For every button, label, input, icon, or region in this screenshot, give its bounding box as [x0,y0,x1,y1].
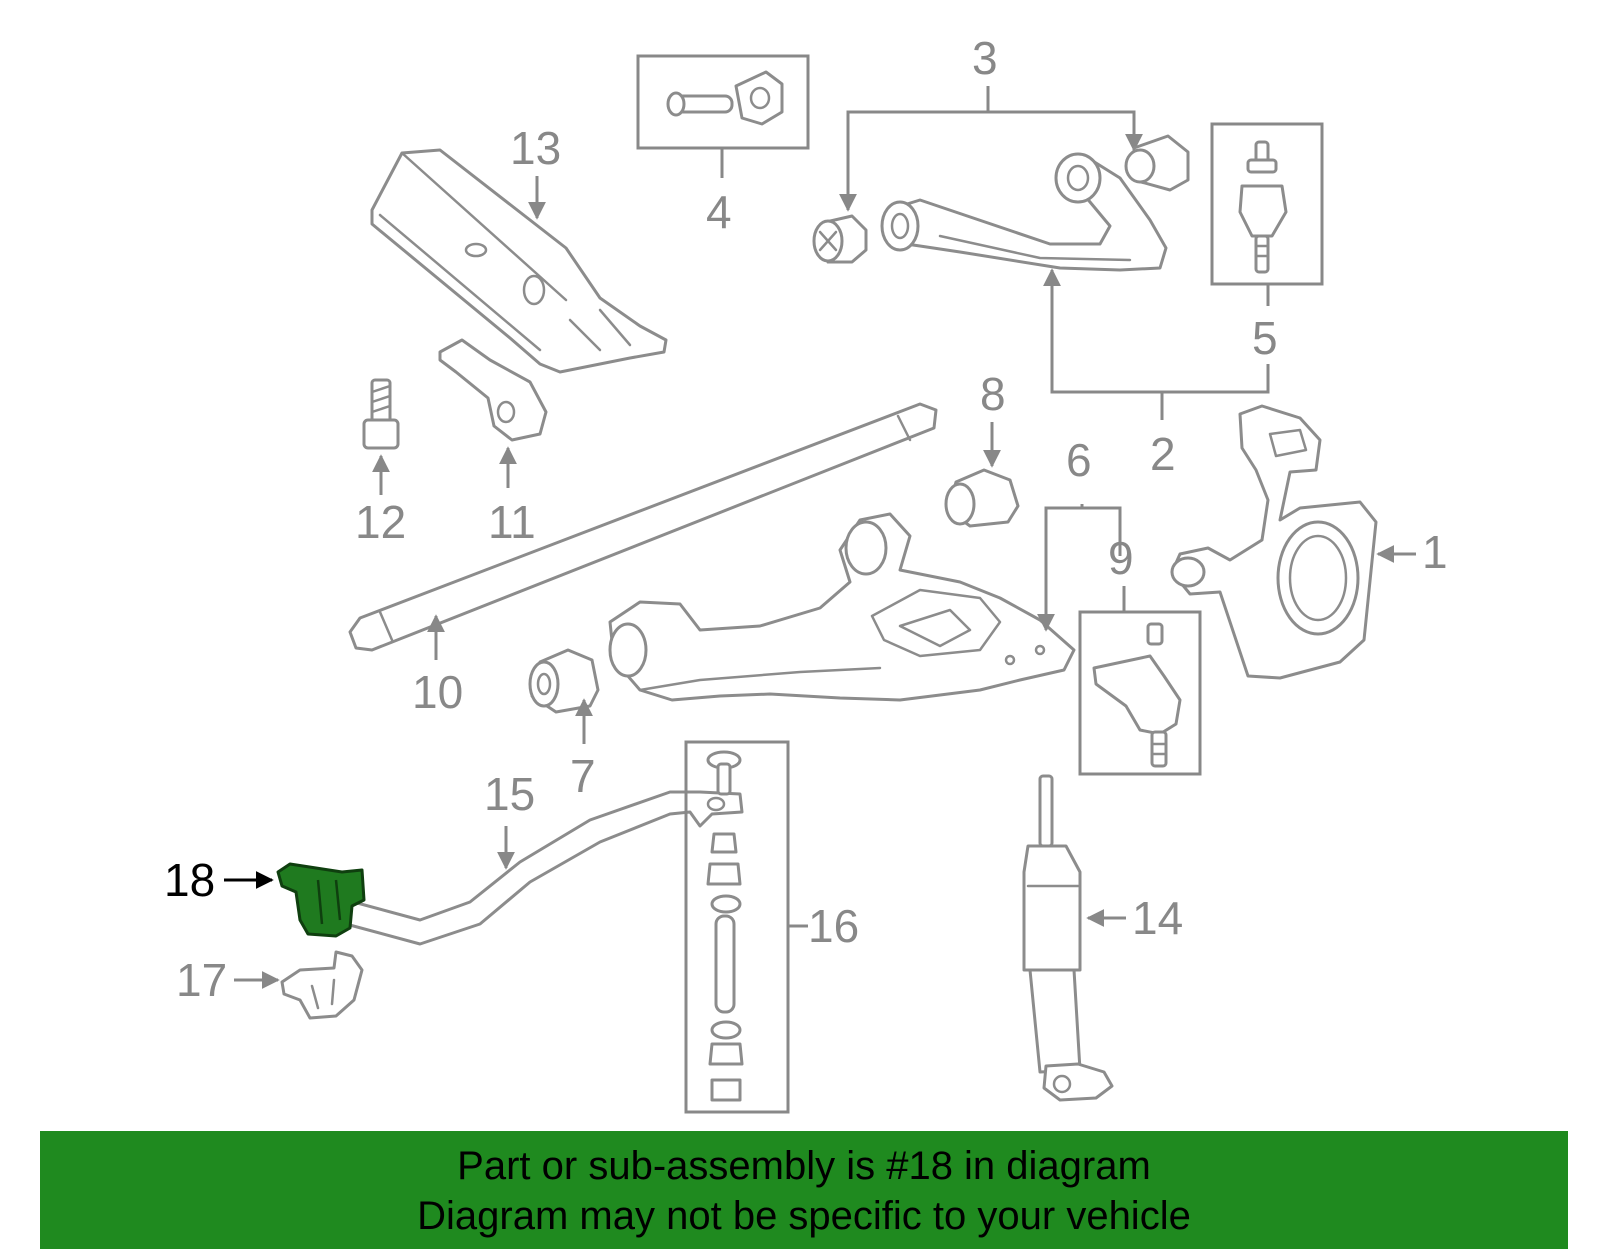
callout-7: 7 [570,750,596,802]
callout-9: 9 [1108,532,1134,584]
callout-15: 15 [484,768,535,820]
part-1-steering-knuckle [1170,404,1378,680]
part-11-bracket [438,338,548,442]
part-3-bushing-left [812,214,868,264]
part-3-bushing-right [1124,134,1190,192]
part-6-lower-control-arm [608,512,1076,702]
callout-8: 8 [980,368,1006,420]
part-10-torsion-bar [348,402,938,652]
leader-6-right [1080,504,1122,556]
callout-10: 10 [412,666,463,718]
part-2-upper-control-arm [880,152,1168,272]
leader-6-left [1037,506,1082,632]
leader-3-right [988,110,1143,152]
box-9 [1078,610,1202,776]
part-9-ball-joint [1092,622,1182,768]
part-17-clamp [280,950,364,1020]
callout-18: 18 [164,854,215,906]
part-info-banner: Part or sub-assembly is #18 in diagram D… [40,1131,1568,1249]
callout-13: 13 [510,122,561,174]
banner-line-disclaimer: Diagram may not be specific to your vehi… [417,1194,1191,1238]
callout-14: 14 [1132,892,1183,944]
part-5-ball-joint [1238,140,1288,274]
part-4-bolt-and-cam [666,70,784,126]
part-14-shock-absorber [1022,774,1114,1102]
callout-3: 3 [972,32,998,84]
callout-12: 12 [355,496,406,548]
callout-1: 1 [1422,526,1448,578]
callout-17: 17 [176,954,227,1006]
callout-11: 11 [488,496,536,548]
banner-line-part: Part or sub-assembly is #18 in diagram [457,1144,1151,1188]
part-12-bolt [362,378,400,450]
callout-6: 6 [1066,434,1092,486]
part-7-bushing [528,648,600,714]
part-13-crossmember [370,148,668,374]
part-8-bushing [944,468,1020,528]
leader-3-left [839,86,990,212]
callout-16: 16 [808,900,859,952]
leader-2 [1050,276,1270,394]
part-15-stabilizer-bar [344,790,744,946]
part-16-link-kit [706,750,744,1102]
callout-4: 4 [706,186,732,238]
callout-5: 5 [1252,312,1278,364]
part-18-stabilizer-bushing [276,862,366,938]
callout-2: 2 [1150,428,1176,480]
